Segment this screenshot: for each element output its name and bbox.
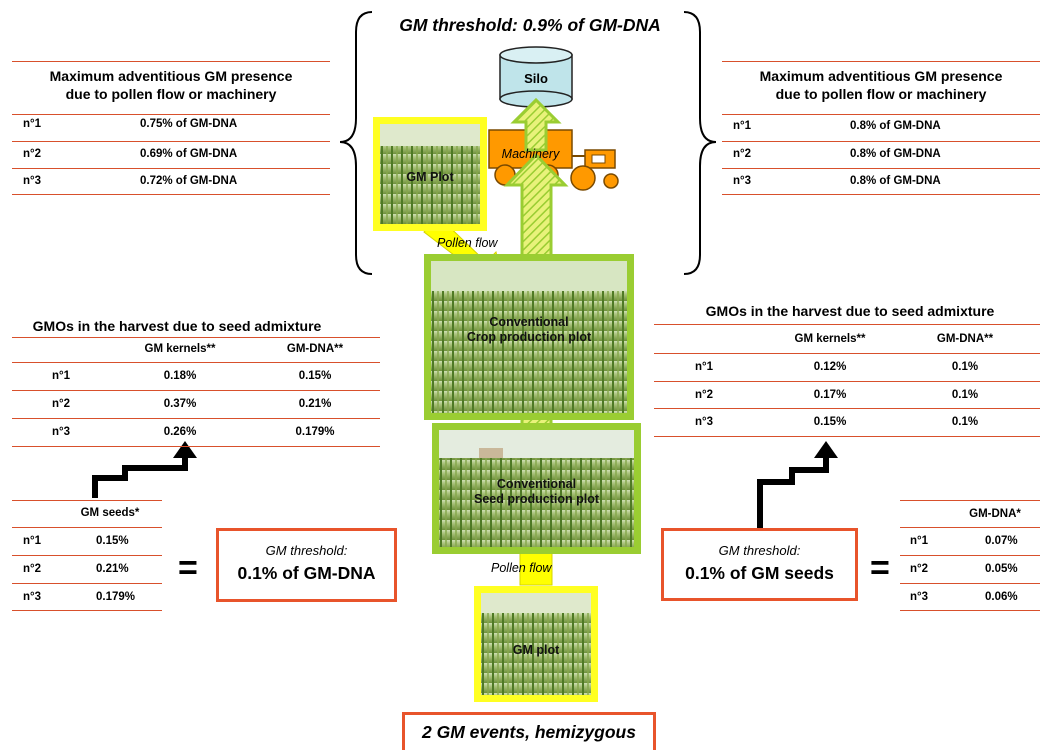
field-image bbox=[481, 593, 591, 695]
seed-plot-line1: Conventional bbox=[496, 477, 577, 491]
pollen-flow-label-top: Pollen flow bbox=[437, 236, 498, 250]
right-equals-sign: = bbox=[870, 549, 890, 587]
row-label: n°3 bbox=[910, 591, 929, 603]
row-value: 0.179% bbox=[295, 426, 335, 438]
row-value: 0.72% of GM-DNA bbox=[140, 175, 238, 187]
row-label: n°1 bbox=[23, 535, 42, 547]
row-label: n°3 bbox=[52, 426, 71, 438]
gm-plot-bottom: GM plot bbox=[474, 586, 598, 702]
right-threshold-box: GM threshold: 0.1% of GM seeds bbox=[661, 528, 858, 601]
row-label: n°2 bbox=[733, 148, 752, 160]
column-header: GM-DNA** bbox=[286, 343, 344, 355]
column-header: GM-DNA** bbox=[936, 333, 994, 345]
row-label: n°3 bbox=[733, 175, 752, 187]
right-top-table: Maximum adventitious GM presence due to … bbox=[0, 0, 1047, 200]
left-top-table-title: Maximum adventitious GM presence due to … bbox=[12, 67, 330, 103]
row-value: 0.17% bbox=[813, 389, 847, 401]
row-label: n°2 bbox=[695, 389, 714, 401]
column-header: GM kernels** bbox=[794, 333, 866, 345]
column-header: GM seeds* bbox=[80, 507, 140, 519]
row-label: n°1 bbox=[910, 535, 929, 547]
bottom-title-box: 2 GM events, hemizygous bbox=[402, 712, 656, 750]
row-value: 0.8% of GM-DNA bbox=[850, 148, 941, 160]
row-value: 0.18% bbox=[163, 370, 197, 382]
row-value: 0.37% bbox=[163, 398, 197, 410]
left-seeds-table: GM seeds* n°1 0.15% n°2 0.21% n°3 0.179% bbox=[0, 0, 180, 620]
left-top-table: Maximum adventitious GM presence due to … bbox=[0, 0, 330, 200]
title-line: due to pollen flow or machinery bbox=[775, 86, 987, 102]
column-header: GM-DNA* bbox=[969, 508, 1021, 520]
bottom-title-text: 2 GM events, hemizygous bbox=[422, 722, 636, 742]
row-label: n°2 bbox=[23, 563, 42, 575]
row-value: 0.21% bbox=[298, 398, 332, 410]
left-connector-arrow bbox=[92, 441, 197, 498]
row-value: 0.1% bbox=[951, 361, 979, 373]
row-value: 0.179% bbox=[96, 591, 136, 603]
row-value: 0.8% of GM-DNA bbox=[850, 120, 941, 132]
column-header: GM kernels** bbox=[144, 343, 216, 355]
row-value: 0.26% bbox=[163, 426, 197, 438]
row-value: 0.07% bbox=[985, 535, 1018, 547]
title-line: due to pollen flow or machinery bbox=[65, 86, 277, 102]
right-mid-table: GMOs in the harvest due to seed admixtur… bbox=[654, 303, 1040, 437]
row-label: n°2 bbox=[23, 148, 42, 160]
seed-production-plot: Conventional Seed production plot bbox=[432, 423, 641, 554]
seed-plot-line2: Seed production plot bbox=[474, 492, 599, 506]
row-label: n°2 bbox=[910, 563, 929, 575]
row-value: 0.8% of GM-DNA bbox=[850, 175, 941, 187]
threshold-label: GM threshold: bbox=[718, 543, 801, 558]
silo-graphic bbox=[499, 46, 573, 108]
row-label: n°1 bbox=[23, 118, 42, 130]
right-connector-arrow bbox=[757, 441, 838, 530]
row-value: 0.15% bbox=[298, 370, 332, 382]
crop-plot-line2: Crop production plot bbox=[466, 330, 592, 344]
pollen-flow-label-bottom: Pollen flow bbox=[491, 561, 552, 575]
row-label: n°1 bbox=[695, 361, 714, 373]
row-value: 0.1% bbox=[951, 389, 979, 401]
gm-plot-top: GM Plot bbox=[373, 117, 487, 231]
row-value: 0.1% bbox=[951, 416, 979, 428]
right-seeds-table: GM-DNA* n°1 0.07% n°2 0.05% n°3 0.06% bbox=[900, 500, 1040, 611]
right-top-table-title: Maximum adventitious GM presence due to … bbox=[722, 67, 1040, 103]
left-threshold-box: GM threshold: 0.1% of GM-DNA bbox=[216, 528, 397, 602]
machinery-label: Machinery bbox=[501, 147, 560, 161]
row-label: n°3 bbox=[23, 591, 42, 603]
row-label: n°1 bbox=[52, 370, 71, 382]
right-brace bbox=[683, 11, 717, 275]
field-image bbox=[431, 261, 627, 413]
left-mid-table-title: GMOs in the harvest due to seed admixtur… bbox=[32, 318, 322, 334]
field-image bbox=[380, 124, 480, 224]
crop-production-plot: Conventional Crop production plot bbox=[424, 254, 634, 420]
top-threshold-title: GM threshold: 0.9% of GM-DNA bbox=[360, 15, 700, 36]
left-mid-table: GMOs in the harvest due to seed admixtur… bbox=[0, 0, 400, 460]
left-equals-sign: = bbox=[178, 549, 198, 587]
crop-plot-line1: Conventional bbox=[489, 315, 569, 329]
row-value: 0.69% of GM-DNA bbox=[140, 148, 238, 160]
threshold-value: 0.1% of GM-DNA bbox=[237, 563, 376, 583]
left-brace bbox=[339, 11, 373, 275]
row-value: 0.75% of GM-DNA bbox=[140, 118, 238, 130]
row-value: 0.15% bbox=[813, 416, 847, 428]
row-label: n°2 bbox=[52, 398, 71, 410]
silo-label: Silo bbox=[524, 71, 548, 86]
threshold-value: 0.1% of GM seeds bbox=[685, 563, 834, 583]
title-line: Maximum adventitious GM presence bbox=[49, 68, 293, 84]
row-label: n°1 bbox=[733, 120, 752, 132]
row-value: 0.05% bbox=[985, 563, 1018, 575]
threshold-label: GM threshold: bbox=[265, 543, 348, 558]
row-value: 0.06% bbox=[985, 591, 1018, 603]
gm-plot-bottom-label: GM plot bbox=[512, 643, 560, 657]
gm-plot-top-label: GM Plot bbox=[406, 170, 454, 184]
row-value: 0.15% bbox=[96, 535, 129, 547]
title-line: Maximum adventitious GM presence bbox=[759, 68, 1003, 84]
row-label: n°3 bbox=[23, 175, 42, 187]
field-image bbox=[439, 430, 634, 547]
right-mid-table-title: GMOs in the harvest due to seed admixtur… bbox=[705, 303, 995, 319]
row-label: n°3 bbox=[695, 416, 714, 428]
top-threshold-text: GM threshold: 0.9% of GM-DNA bbox=[399, 15, 661, 35]
row-value: 0.21% bbox=[96, 563, 129, 575]
row-value: 0.12% bbox=[813, 361, 847, 373]
